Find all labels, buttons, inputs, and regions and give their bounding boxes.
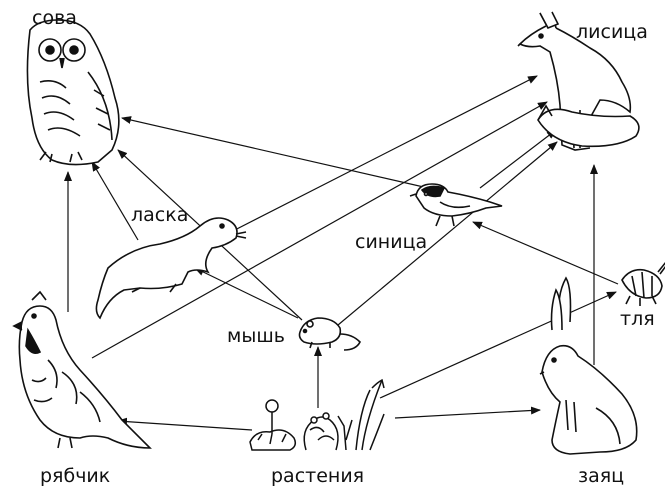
tit-drawing xyxy=(409,183,503,227)
label-tit: синица xyxy=(355,231,427,253)
label-aphid: тля xyxy=(620,308,655,330)
owl-drawing xyxy=(26,19,120,166)
mouse-drawing xyxy=(298,317,361,351)
arrow-tit-to-fox xyxy=(479,129,557,189)
label-weasel: ласка xyxy=(131,204,188,226)
weasel-drawing xyxy=(95,217,247,320)
aphid-drawing xyxy=(621,261,665,306)
grouse-drawing xyxy=(12,290,152,449)
fox-drawing xyxy=(517,11,640,151)
plants-drawing xyxy=(249,378,385,451)
label-hare: заяц xyxy=(578,465,624,487)
label-mouse: мышь xyxy=(227,325,285,347)
arrow-mouse-to-weasel xyxy=(194,267,299,319)
arrow-aphid-to-tit xyxy=(472,221,619,285)
arrow-grouse-to-fox xyxy=(91,101,548,359)
arrow-tit-to-owl xyxy=(121,116,429,189)
hare-drawing xyxy=(539,276,638,455)
labels: сова лисица ласка синица мышь тля рябчик… xyxy=(32,7,655,487)
label-grouse: рябчик xyxy=(40,465,110,487)
arrow-plants-to-aphid xyxy=(379,291,617,399)
arrow-weasel-to-owl xyxy=(91,161,139,241)
label-plants: растения xyxy=(271,465,364,487)
arrow-mouse-to-fox xyxy=(337,141,558,326)
arrow-weasel-to-fox xyxy=(224,75,538,236)
arrow-plants-to-hare xyxy=(394,406,541,419)
label-owl: сова xyxy=(32,7,77,29)
label-fox: лисица xyxy=(576,21,648,43)
arrow-plants-to-grouse xyxy=(117,417,253,431)
